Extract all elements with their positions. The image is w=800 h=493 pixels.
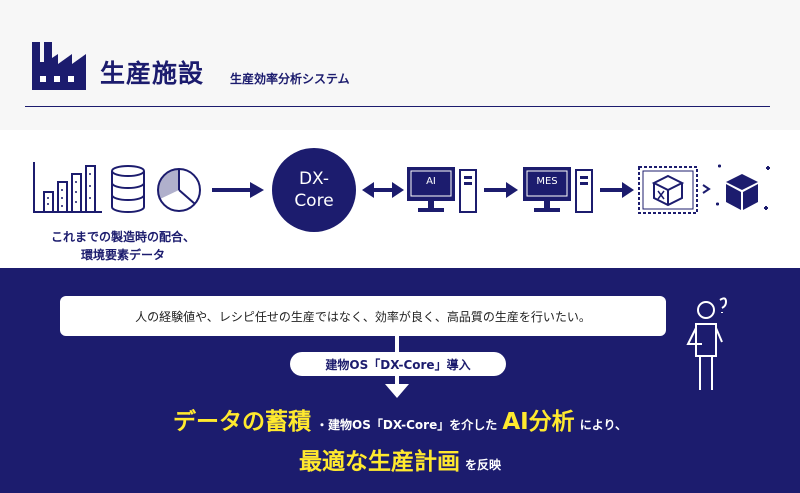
optimal-plan-text: 最適な生産計画: [298, 449, 460, 475]
pie-chart-icon: [157, 168, 201, 212]
caption-line-1: これまでの製造時の配合、: [50, 230, 195, 244]
header-divider: [25, 106, 770, 107]
ai-computer-icon: AI: [406, 166, 478, 216]
data-accumulation-text: データの蓄積: [172, 409, 311, 435]
via-dx-core-text: ・建物OS「DX-Core」を介した: [316, 418, 498, 432]
data-caption: これまでの製造時の配合、 環境要素データ: [28, 228, 218, 264]
thinking-person-icon: [686, 297, 728, 390]
double-arrow-icon: [362, 182, 404, 198]
mes-label: MES: [536, 176, 558, 187]
database-icon: [111, 165, 145, 213]
ai-label: AI: [426, 176, 436, 187]
arrow-right-icon: [484, 182, 518, 198]
factory-icon: [32, 42, 86, 90]
blueprint-icon: [638, 166, 698, 214]
page-subtitle: 生産効率分析システム: [230, 72, 350, 86]
result-line-2: 最適な生産計画 を反映: [0, 442, 800, 476]
goal-statement: 人の経験値や、レシピ任せの生産ではなく、効率が良く、高品質の生産を行いたい。: [60, 296, 666, 336]
mes-computer-icon: MES: [522, 166, 594, 216]
header: 生産施設 生産効率分析システム: [0, 0, 800, 130]
dx-core-intro-pill: 建物OS「DX-Core」導入: [290, 352, 506, 376]
caption-line-2: 環境要素データ: [80, 248, 165, 262]
small-arrow-icon: [702, 184, 711, 194]
reflect-text: を反映: [465, 458, 502, 472]
result-line-1: データの蓄積 ・建物OS「DX-Core」を介した AI分析 により、: [0, 402, 800, 436]
result-suffix-text: により、: [579, 418, 628, 432]
arrow-right-icon: [212, 182, 264, 198]
bar-chart-icon: [33, 162, 102, 213]
page-title: 生産施設: [100, 59, 205, 88]
down-arrow-icon: [385, 384, 409, 398]
ai-analysis-text: AI分析: [502, 409, 575, 435]
dx-core-node: DX- Core: [272, 148, 356, 232]
cube-icon: [716, 164, 770, 210]
arrow-right-icon: [600, 182, 634, 198]
